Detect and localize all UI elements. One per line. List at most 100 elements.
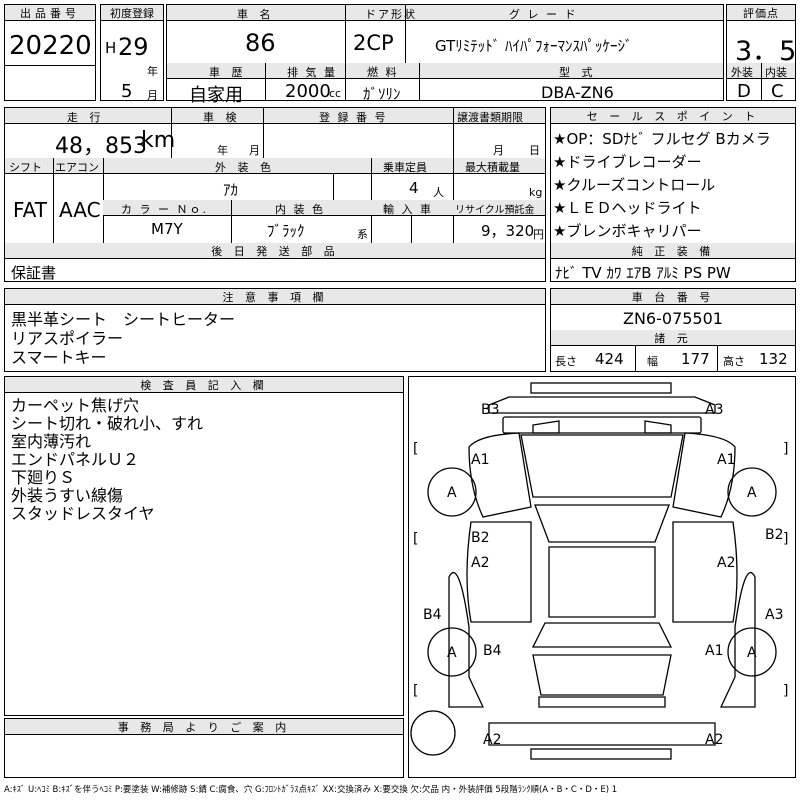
inspector-line: エンドパネルＵ２: [11, 450, 140, 469]
mark-b4-rear-left: B4: [483, 643, 502, 659]
sales-point: ★ＬＥＤヘッドライト: [553, 199, 702, 217]
mark-tire-rear-right: A: [747, 645, 757, 661]
inspection-label: 車 検: [203, 111, 241, 124]
later-parts: 保証書: [11, 264, 57, 282]
ac-label: エアコン: [55, 161, 99, 174]
capacity-label: 乗車定員: [383, 161, 427, 174]
transfer-day-unit: 日: [529, 144, 540, 157]
later-parts-label: 後 日 発 送 部 品: [5, 243, 545, 259]
standard-equipment-label: 純 正 装 備: [551, 243, 795, 259]
bracket: ]: [783, 683, 788, 699]
door-label: ドア形状: [365, 8, 417, 21]
inspector-box: 検 査 員 記 入 欄 カーペット焦げ穴 シート切れ・破れ小、すれ 室内薄汚れ …: [4, 376, 404, 716]
transfer-deadline-label: 譲渡書類期限: [457, 111, 523, 124]
fuel: ｶﾞｿﾘﾝ: [363, 85, 401, 103]
width-label: 幅: [647, 355, 658, 368]
history-label: 車 歴: [209, 66, 247, 79]
month-unit: 月: [147, 89, 158, 102]
front-left-wheel-shape: [427, 467, 477, 517]
mark-tire-front-right: A: [747, 485, 757, 501]
car-name: 86: [245, 29, 276, 57]
notes-box: 注 意 事 項 欄 黒半革シート シートヒーター リアスポイラー スマートキー: [4, 288, 546, 372]
office-box: 事 務 局 よ り ご 案 内: [4, 718, 404, 778]
bracket: [: [413, 441, 418, 457]
mark-b4-left: B4: [423, 607, 442, 623]
mark-tire-front-left: A: [447, 485, 457, 501]
interior-color-unit: 系: [357, 228, 368, 241]
bracket: [: [413, 531, 418, 547]
first-registration-label: 初度登録: [101, 5, 163, 21]
vehicle-history: 自家用: [189, 85, 243, 106]
first-registration-year: 29: [118, 33, 149, 61]
mark-b2-left: B2: [471, 530, 490, 546]
recycle-unit: 円: [533, 228, 544, 241]
front-left-fender-shape: [468, 432, 532, 518]
fuel-label: 燃 料: [367, 66, 399, 79]
inspector-line: 外装うすい線傷: [11, 486, 124, 505]
max-load-label: 最大積載量: [465, 161, 520, 174]
sales-point: ★ブレンボキャリパー: [553, 222, 702, 240]
rear-left-fender-shape: [448, 571, 485, 708]
mileage-label: 走 行: [67, 111, 105, 124]
capacity-unit: 人: [433, 186, 444, 199]
front-right-fender-shape: [672, 432, 736, 518]
hood-shape: [520, 434, 684, 498]
mark-a2-bottom-right: A2: [705, 732, 723, 748]
mark-a1-front-left: A1: [471, 452, 489, 468]
displacement-unit: cc: [329, 87, 342, 100]
mark-a3-top: A3: [705, 402, 723, 418]
note-line: スマートキー: [11, 348, 107, 367]
interior-label: 内装: [765, 66, 787, 79]
rear-bumper-shape: [488, 722, 716, 746]
rear-right-fender-shape: [719, 571, 756, 708]
recycle-label: リサイクル預託金: [455, 205, 535, 216]
interior-color-label: 内 装 色: [275, 203, 325, 216]
width: 177: [681, 350, 710, 368]
inspector-line: シート切れ・破れ小、すれ: [11, 414, 204, 433]
office-label: 事 務 局 よ り ご 案 内: [5, 719, 403, 735]
mileage-unit: km: [141, 128, 176, 153]
front-panel-shape: [488, 396, 716, 414]
height-label: 高さ: [723, 355, 745, 368]
mark-a2-right: A2: [717, 555, 735, 571]
inspection-month-unit: 月: [249, 144, 260, 157]
exterior-color: ｱｶ: [223, 181, 239, 199]
dimensions-label: 諸 元: [551, 330, 795, 346]
standard-equipment: ﾅﾋﾞ TV ｶﾜ ｴｱB ｱﾙﾐ PS PW: [555, 264, 731, 282]
exterior-label: 外装: [731, 66, 753, 79]
score-label: 評価点: [727, 5, 795, 21]
model-code: DBA-ZN6: [541, 83, 614, 102]
inspector-line: 下廻りＳ: [11, 468, 76, 487]
front-face-shape: [502, 416, 702, 434]
sales-points-label: セ ー ル ス ポ イ ン ト: [551, 108, 795, 124]
exterior-color-label: 外 装 色: [215, 161, 275, 174]
spec-box: 車 名 ドア形状 グ レ ー ド 86 2CP GTﾘﾐﾃｯﾄﾞ ﾊｲﾊﾟﾌｫｰ…: [166, 4, 724, 106]
door-type: 2CP: [353, 31, 394, 55]
displacement: 2000: [285, 81, 331, 102]
first-registration-box: 初度登録 H 29 年 5 月: [100, 4, 164, 102]
era: H: [105, 39, 117, 57]
max-load-unit: kg: [529, 186, 543, 199]
sales-point: ★OP：SDﾅﾋﾞ フルセグ Bカメラ: [553, 130, 771, 148]
year-unit: 年: [147, 65, 158, 78]
vehicle-detail-box: 走 行 車 検 登 録 番 号 譲渡書類期限 48，853 km 年 月 月 日…: [4, 107, 546, 282]
mileage: 48，853: [55, 134, 147, 159]
inspector-line: スタッドレスタイヤ: [11, 504, 155, 523]
front-bumper-shape: [530, 382, 672, 394]
color-number: M7Y: [151, 220, 183, 238]
import-label: 輸 入 車: [383, 203, 433, 216]
length-label: 長さ: [555, 355, 577, 368]
mark-a1-rear-right: A1: [705, 643, 723, 659]
note-line: リアスポイラー: [11, 329, 124, 348]
damage-diagram-box: B3 A3 A1 A1 A A A A B2 A2 B2 A2 B4 A3 B4…: [408, 376, 796, 778]
mark-b2-right: B2: [765, 527, 784, 543]
lot-number: 20220: [9, 31, 92, 61]
mark-b3: B3: [481, 402, 500, 418]
chassis-number: ZN6-075501: [623, 309, 723, 328]
inspection-year-unit: 年: [217, 144, 228, 157]
ac-type: AAC: [59, 198, 101, 222]
sales-point: ★クルーズコントロール: [553, 176, 716, 194]
note-line: 黒半革シート シートヒーター: [11, 310, 236, 329]
transfer-month-unit: 月: [493, 144, 504, 157]
lot-number-label: 出品番号: [5, 5, 95, 21]
